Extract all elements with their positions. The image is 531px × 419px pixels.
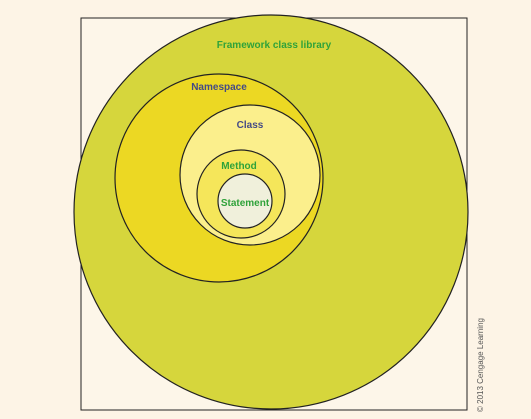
copyright-notice: © 2013 Cengage Learning xyxy=(476,318,485,412)
label-statement: Statement xyxy=(221,198,270,209)
label-namespace: Namespace xyxy=(191,82,247,93)
label-class: Class xyxy=(237,120,264,131)
circle-statement xyxy=(217,173,273,229)
label-framework-class-library: Framework class library xyxy=(217,40,332,51)
label-method: Method xyxy=(221,161,257,172)
